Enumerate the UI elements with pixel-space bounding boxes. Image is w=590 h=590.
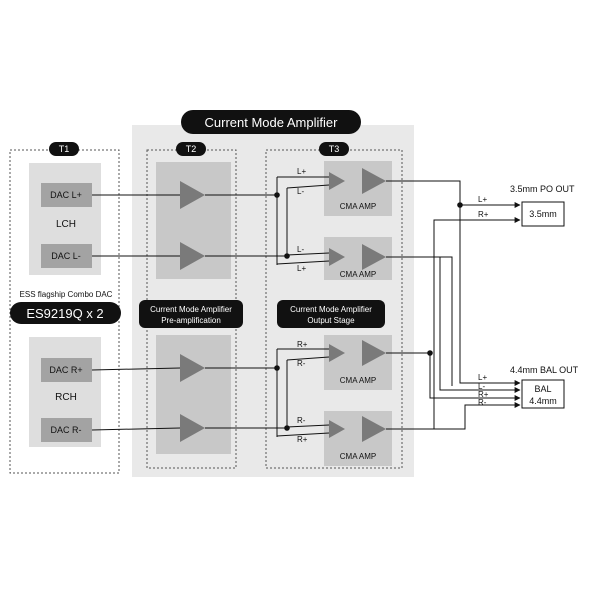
chip-pill: ES9219Q x 2 (10, 302, 121, 324)
dac-r-plus-label: DAC R+ (49, 365, 82, 375)
dac-r-plus-box (41, 358, 92, 382)
bal-line-3: R- (478, 398, 487, 407)
amp2-pin-bot: L+ (297, 264, 306, 273)
amp2-pin-top: L- (297, 245, 304, 254)
chip-label: ES9219Q x 2 (26, 306, 103, 321)
dac-l-plus-box (41, 183, 92, 207)
svg-text:T2: T2 (186, 144, 197, 154)
amp3-pin-bot: R- (297, 359, 306, 368)
po-line-0: L+ (478, 195, 487, 204)
pre-amp-block-r (156, 335, 231, 454)
po-out-box-label: 3.5mm (529, 209, 557, 219)
cma-amp-2: CMA AMP (324, 237, 392, 280)
po-line-1: R+ (478, 210, 489, 219)
bal-out-box-line1: BAL (534, 384, 551, 394)
bal-out-box (521, 379, 565, 409)
dac-r-minus-box (41, 418, 92, 442)
cma-amp-1-label: CMA AMP (340, 202, 376, 211)
bal-line-2: R+ (478, 390, 489, 399)
pre-amp-pill: Current Mode Amplifier Pre-amplification (139, 300, 243, 328)
po-out-title: 3.5mm PO OUT (510, 184, 575, 194)
dac-l-minus-label: DAC L- (51, 251, 81, 261)
bal-line-0: L+ (478, 373, 487, 382)
bal-out-title: 4.4mm BAL OUT (510, 365, 579, 375)
svg-text:T1: T1 (59, 144, 70, 154)
svg-text:Current Mode Amplifier: Current Mode Amplifier (290, 305, 372, 314)
dac-l-plus-label: DAC L+ (50, 190, 82, 200)
pre-amp-3-icon (180, 354, 205, 382)
svg-text:T3: T3 (329, 144, 340, 154)
t3-tag: T3 (319, 142, 349, 156)
svg-text:Output Stage: Output Stage (307, 316, 355, 325)
amp4-pin-bot: R+ (297, 435, 308, 444)
lch-label: LCH (56, 219, 76, 230)
bal-out-box-line2: 4.4mm (529, 396, 557, 406)
cma-amp-4: CMA AMP (324, 411, 392, 466)
title-pill: Current Mode Amplifier (181, 110, 361, 134)
cma-amp-3: CMA AMP (324, 335, 392, 390)
rch-label: RCH (55, 392, 77, 403)
bal-line-1: L- (478, 382, 485, 391)
dac-l-minus-box (41, 244, 92, 268)
title-text: Current Mode Amplifier (205, 115, 339, 130)
pre-amp-4-icon (180, 414, 205, 442)
cma-amp-3-label: CMA AMP (340, 376, 376, 385)
amp3-pin-top: R+ (297, 340, 308, 349)
pre-amp-2-icon (180, 242, 205, 270)
amp4-pin-top: R- (297, 416, 306, 425)
dac-r-minus-label: DAC R- (51, 425, 82, 435)
amp1-pin-top: L+ (297, 167, 306, 176)
t1-tag: T1 (49, 142, 79, 156)
ess-note: ESS flagship Combo DAC (20, 290, 113, 299)
pre-amp-1-icon (180, 181, 205, 209)
wiring (91, 176, 521, 437)
cma-amp-1: CMA AMP (324, 161, 392, 216)
svg-text:Current Mode Amplifier: Current Mode Amplifier (150, 305, 232, 314)
cma-amp-4-label: CMA AMP (340, 452, 376, 461)
svg-text:Pre-amplification: Pre-amplification (161, 316, 221, 325)
cma-amp-2-label: CMA AMP (340, 270, 376, 279)
amp1-pin-bot: L- (297, 187, 304, 196)
t2-tag: T2 (176, 142, 206, 156)
output-stage-pill: Current Mode Amplifier Output Stage (277, 300, 385, 328)
po-out-box (521, 201, 565, 227)
